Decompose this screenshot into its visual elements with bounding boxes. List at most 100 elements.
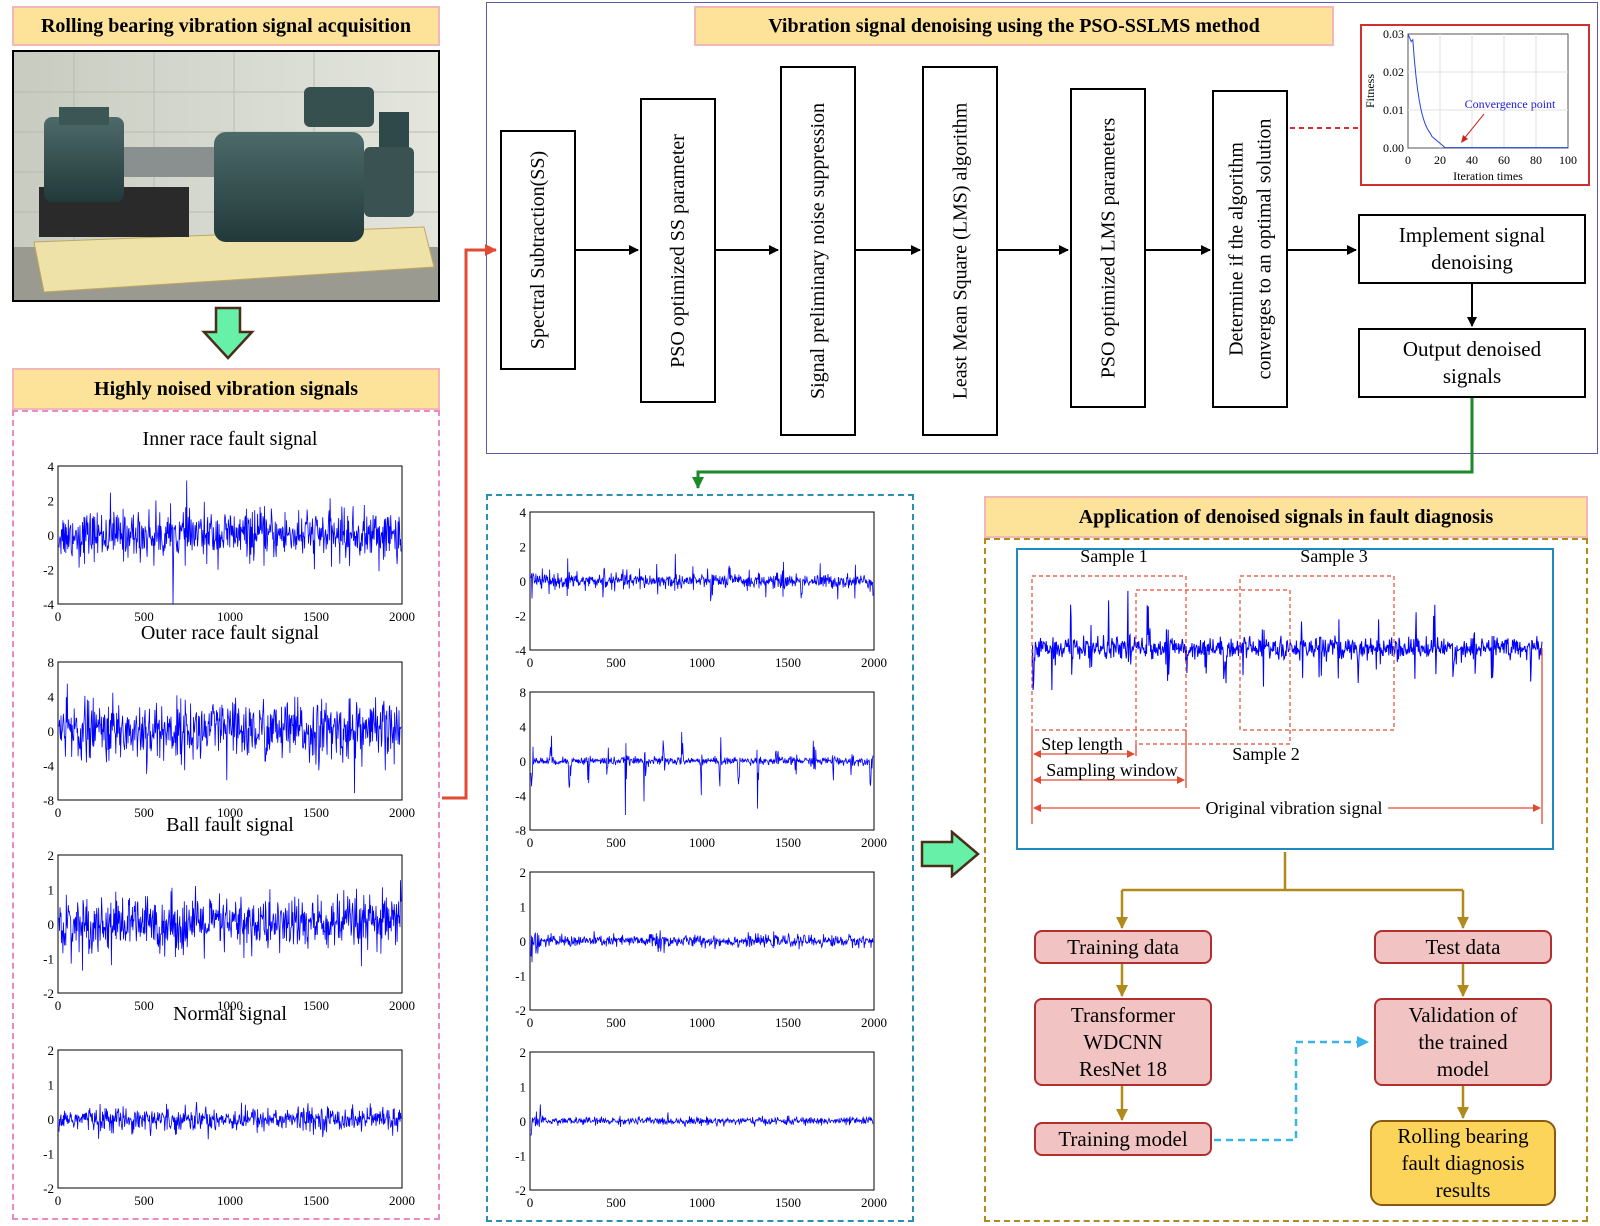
step-length-label: Step length <box>1041 734 1123 754</box>
noisy-plot-2-axes <box>57 661 403 801</box>
denoised-plot-3-xtick-5: 2000 <box>861 1015 887 1030</box>
right-arrow-application <box>920 830 980 878</box>
noisy-plot-2-ytick-1: 8 <box>48 655 55 670</box>
sample-window-3 <box>1239 575 1395 731</box>
noisy-plot-title-1: Inner race fault signal <box>142 428 318 450</box>
denoised-plot-4-ytick-5: -2 <box>515 1183 526 1198</box>
application-panel <box>984 538 1588 1222</box>
denoised-plot-1-ytick-1: 4 <box>520 505 527 520</box>
noisy-plot-2-ytick-3: 0 <box>48 724 55 739</box>
noisy-plot-4-trace <box>58 1101 402 1140</box>
sample-window-1 <box>1031 575 1187 731</box>
fitness-ytick-2: 0.02 <box>1383 65 1404 79</box>
denoised-plot-1-xtick-3: 1000 <box>689 655 715 670</box>
denoised-plot-1-xtick-4: 1500 <box>775 655 801 670</box>
step-pso-lms: PSO optimized LMS parameters <box>1070 88 1146 408</box>
arrow-output-to-denoised <box>692 398 1474 489</box>
noisy-plot-4-xtick-4: 1500 <box>303 1193 329 1208</box>
noisy-plot-1-trace <box>58 480 402 605</box>
denoised-plot-4-ytick-3: 0 <box>520 1114 527 1129</box>
convergence-pointer-head <box>1461 135 1468 143</box>
denoised-plot-3-ytick-5: -2 <box>515 1003 526 1018</box>
denoised-plot-1-xtick-5: 2000 <box>861 655 887 670</box>
denoised-plot-2-xtick-1: 0 <box>527 835 534 850</box>
test-data-box: Test data <box>1374 930 1552 964</box>
noisy-plot-2-xtick-4: 1500 <box>303 805 329 820</box>
step-noise-suppression: Signal preliminary noise suppression <box>780 66 856 436</box>
sample-window-2 <box>1135 589 1291 745</box>
denoising-panel <box>486 2 1598 454</box>
denoised-plot-2-xtick-4: 1500 <box>775 835 801 850</box>
denoised-plot-2-ytick-2: 4 <box>520 720 527 735</box>
fitness-curve <box>1407 33 1568 149</box>
fitness-ylabel: Fitness <box>1363 74 1377 108</box>
noisy-signals-panel <box>12 410 440 1220</box>
denoised-plot-1-trace <box>530 553 874 602</box>
arrow-noisy-to-denoising <box>442 244 497 800</box>
diagnosis-results-box: Rolling bearing fault diagnosis results <box>1370 1120 1556 1206</box>
denoised-signals-panel <box>486 494 914 1222</box>
fitness-xtick-1: 0 <box>1405 153 1411 167</box>
fitness-chart-frame <box>1360 24 1590 186</box>
fitness-xtick-3: 40 <box>1466 153 1478 167</box>
step-spectral-subtraction: Spectral Subtraction(SS) <box>500 130 576 370</box>
noisy-plot-1-ytick-4: -2 <box>43 563 54 578</box>
step-pso-ss: PSO optimized SS parameter <box>640 98 716 403</box>
denoised-plot-1-xtick-2: 500 <box>606 655 626 670</box>
denoised-plot-2-ytick-1: 8 <box>520 685 527 700</box>
original-signal-label: Original vibration signal <box>1206 798 1383 818</box>
denoised-plot-3-xtick-1: 0 <box>527 1015 534 1030</box>
noisy-plot-2-ytick-4: -4 <box>43 759 54 774</box>
implement-denoising-box: Implement signal denoising <box>1358 214 1586 284</box>
sampling-signal-trace <box>1031 590 1543 691</box>
denoised-plot-3-ytick-2: 1 <box>520 900 527 915</box>
noisy-plot-3-trace <box>58 880 402 971</box>
denoised-plot-4-ytick-2: 1 <box>520 1080 527 1095</box>
sampling-diagram-frame <box>1016 548 1554 850</box>
training-data-box: Training data <box>1034 930 1212 964</box>
noisy-plot-4-ytick-3: 0 <box>48 1112 55 1127</box>
noisy-plot-1-ytick-5: -4 <box>43 597 54 612</box>
denoised-plot-3-ytick-1: 2 <box>520 865 527 880</box>
denoised-plot-2-xtick-2: 500 <box>606 835 626 850</box>
noisy-plot-4-ytick-2: 1 <box>48 1078 55 1093</box>
noisy-plot-2-xtick-3: 1000 <box>217 805 243 820</box>
noisy-plot-3-ytick-2: 1 <box>48 883 55 898</box>
denoised-plot-3-xtick-2: 500 <box>606 1015 626 1030</box>
noisy-plot-3-xtick-2: 500 <box>134 998 154 1013</box>
noisy-plot-1-ytick-3: 0 <box>48 528 55 543</box>
fitness-xtick-4: 60 <box>1498 153 1510 167</box>
denoised-plot-2-xtick-5: 2000 <box>861 835 887 850</box>
models-box: Transformer WDCNN ResNet 18 <box>1034 998 1212 1086</box>
down-arrow-acquisition <box>201 306 255 360</box>
noisy-plot-3-xtick-4: 1500 <box>303 998 329 1013</box>
noisy-plot-2-xtick-1: 0 <box>55 805 62 820</box>
denoised-plot-3-ytick-3: 0 <box>520 934 527 949</box>
fitness-xtick-6: 100 <box>1559 153 1577 167</box>
noisy-plot-2-ytick-2: 4 <box>48 690 55 705</box>
noisy-plot-4-xtick-5: 2000 <box>389 1193 415 1208</box>
convergence-pointer <box>1462 113 1485 141</box>
fitness-xtick-5: 80 <box>1530 153 1542 167</box>
denoised-plot-2-ytick-3: 0 <box>520 754 527 769</box>
noisy-plot-2-trace <box>58 683 402 794</box>
noisy-plot-1-xtick-2: 500 <box>134 609 154 624</box>
denoised-plot-1-ytick-4: -2 <box>515 609 526 624</box>
denoised-plot-2-ytick-5: -8 <box>515 823 526 838</box>
denoised-plot-4-trace <box>530 1104 874 1136</box>
noisy-plot-1-xtick-5: 2000 <box>389 609 415 624</box>
denoised-plot-3-xtick-4: 1500 <box>775 1015 801 1030</box>
noisy-plot-2-ytick-5: -8 <box>43 793 54 808</box>
noisy-plot-4-xtick-3: 1000 <box>217 1193 243 1208</box>
denoising-title: Vibration signal denoising using the PSO… <box>694 6 1334 46</box>
sampling-window-label: Sampling window <box>1046 760 1178 780</box>
denoised-plot-2-xtick-3: 1000 <box>689 835 715 850</box>
noisy-plot-3-xtick-3: 1000 <box>217 998 243 1013</box>
fitness-xlabel: Iteration times <box>1453 169 1523 183</box>
noisy-plot-3-xtick-1: 0 <box>55 998 62 1013</box>
noisy-plot-3-ytick-5: -2 <box>43 986 54 1001</box>
noisy-plot-2-xtick-2: 500 <box>134 805 154 820</box>
denoised-plot-2-ytick-4: -4 <box>515 789 526 804</box>
